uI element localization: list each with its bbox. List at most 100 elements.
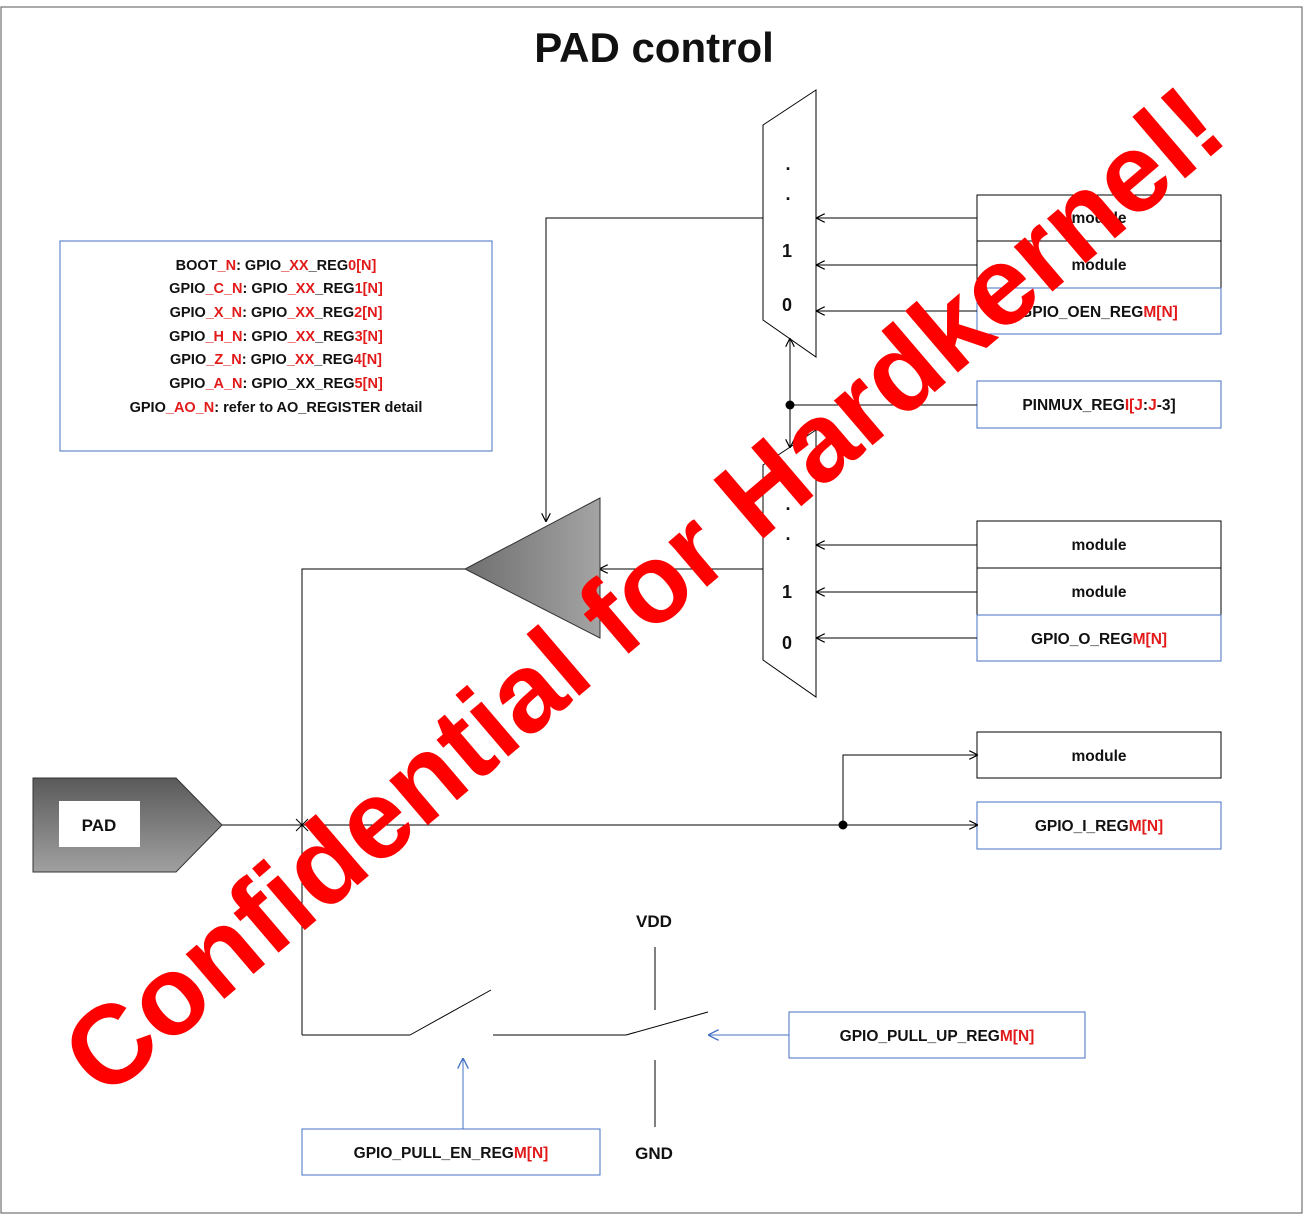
text-segment: : (1143, 397, 1148, 414)
mux-output-data (762, 429, 817, 698)
module-label: module (1071, 748, 1126, 765)
text-segment: 3 (355, 329, 363, 345)
text-segment: N (1018, 1028, 1029, 1045)
text-segment: PINMUX_REG (1022, 397, 1125, 414)
text-segment: _Z_N (205, 352, 241, 368)
text-segment: _N (217, 258, 237, 274)
text-segment: ] (378, 376, 383, 392)
text-segment: ] (378, 281, 383, 297)
text-segment: N (367, 329, 377, 345)
mux-bottom-input-dots: . (785, 524, 790, 544)
text-segment: _REG (314, 329, 355, 345)
legend-box (59, 240, 493, 452)
text-segment: N (367, 376, 377, 392)
text-segment: 4 (354, 352, 362, 368)
module-box (976, 194, 1222, 242)
text-segment: : GPIO (242, 352, 287, 368)
pad-label: PAD (82, 816, 117, 835)
text-segment: _X_N (205, 305, 242, 321)
gpio-pull-en-reg-box (301, 1128, 601, 1176)
mux-top-input-1: 1 (782, 241, 792, 261)
text-segment: ] (1158, 818, 1163, 835)
text-segment: _XX (286, 352, 315, 368)
legend-line: GPIO_H_N: GPIO_XX_REG3[N] (169, 329, 383, 345)
legend-line: GPIO_Z_N: GPIO_XX_REG4[N] (170, 352, 382, 368)
gpio-i-reg-box (976, 801, 1222, 850)
text-segment: [ (362, 305, 367, 321)
text-segment: [ (363, 329, 368, 345)
text-segment: ] (1029, 1028, 1034, 1045)
text-segment: _AO_N (165, 400, 214, 416)
legend-line: BOOT_N: GPIO_XX_REG0[N] (176, 258, 377, 274)
vdd-label: VDD (636, 912, 672, 931)
text-segment: BOOT (176, 258, 218, 274)
text-segment: : GPIO (236, 258, 281, 274)
text-segment: N (367, 305, 377, 321)
text-segment: _XX (287, 281, 316, 297)
text-segment: [ (1142, 818, 1147, 835)
module-box (976, 567, 1222, 616)
text-segment: M (1000, 1028, 1013, 1045)
module-label: module (1071, 257, 1126, 274)
text-segment: N (367, 352, 377, 368)
text-segment: GPIO (169, 281, 205, 297)
text-segment: ] (372, 258, 377, 274)
pinmux-reg-box (976, 380, 1222, 429)
text-segment: J (1148, 397, 1157, 414)
text-segment: ] (377, 352, 382, 368)
text-segment: N (1147, 818, 1158, 835)
mux-output-enable (762, 89, 817, 358)
text-segment: GPIO_I_REG (1035, 818, 1129, 835)
text-segment: _REG (314, 305, 355, 321)
text-segment: 1 (355, 281, 363, 297)
module-label: module (1071, 584, 1126, 601)
text-segment: N (1151, 631, 1162, 648)
text-segment: GPIO (130, 400, 166, 416)
text-segment: _XX (286, 305, 315, 321)
gpio-pull-up-reg-label: GPIO_PULL_UP_REGM[N] (840, 1028, 1035, 1045)
text-segment: N (532, 1145, 543, 1162)
text-segment: 0 (348, 258, 356, 274)
text-segment: _XX (287, 329, 316, 345)
outer-frame (0, 6, 1303, 1214)
text-segment: [ (363, 376, 368, 392)
output-enable-path (546, 217, 763, 521)
mux-top-input-dots: . (785, 184, 790, 204)
text-segment: M (514, 1145, 527, 1162)
text-segment: [ (1013, 1028, 1018, 1045)
crossing-mark (295, 818, 309, 832)
text-segment: 2 (354, 305, 362, 321)
module-box (976, 520, 1222, 569)
text-segment: GPIO_PULL_UP_REG (840, 1028, 1000, 1045)
text-segment: ] (1173, 304, 1178, 321)
gnd-label: GND (635, 1144, 673, 1163)
text-segment: [ (1129, 397, 1134, 414)
text-segment: _H_N (204, 329, 242, 345)
text-segment: _A_N (204, 376, 242, 392)
text-segment: : GPIO (243, 329, 288, 345)
gpio-i-reg-label: GPIO_I_REGM[N] (1035, 818, 1163, 835)
text-segment: GPIO (170, 305, 206, 321)
text-segment: GPIO_OEN_REG (1020, 304, 1143, 321)
pad-label-box (59, 801, 140, 847)
text-segment: J (1134, 397, 1143, 414)
mux-bottom-input-0: 0 (782, 633, 792, 653)
gpio-pull-en-reg-label: GPIO_PULL_EN_REGM[N] (354, 1145, 549, 1162)
pull-up-down-switch (625, 1011, 709, 1036)
text-segment: _REG (314, 281, 355, 297)
input-to-module-wire (842, 755, 977, 825)
text-segment: M (1143, 304, 1156, 321)
text-segment: GPIO (169, 329, 205, 345)
gpio-o-reg-label: GPIO_O_REGM[N] (1031, 631, 1167, 648)
text-segment: [ (362, 352, 367, 368)
text-segment: GPIO (169, 376, 205, 392)
text-segment: : GPIO (243, 281, 288, 297)
module-box (976, 731, 1222, 779)
text-segment: N (361, 258, 371, 274)
text-segment: [ (363, 281, 368, 297)
legend-line: GPIO_X_N: GPIO_XX_REG2[N] (170, 305, 383, 321)
text-segment: 5 (355, 376, 363, 392)
mux-top-input-0: 0 (782, 295, 792, 315)
